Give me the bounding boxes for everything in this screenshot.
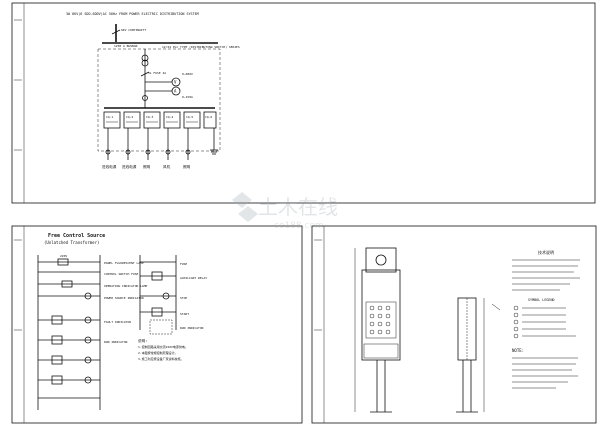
row-label: CONTROL SWITCH FUSE: [104, 272, 139, 276]
control-panel-front: [361, 269, 401, 361]
row-label: STOP: [180, 296, 187, 300]
outgoing-circuits: 进线电源 进线电源 照明 风机 照明: [102, 128, 218, 169]
sheet-2-title: Free Control Source: [48, 233, 105, 239]
svg-text:V: V: [174, 80, 177, 85]
notes-en-lines: [512, 357, 578, 389]
sheet-2-subtitle: (Unlatched Transformer): [44, 240, 99, 245]
current-transformer-icon: [142, 95, 148, 101]
load-label: 进线电源: [122, 164, 137, 169]
symbol-legend: [513, 305, 576, 339]
sheet-1-title: 3# 6KV(6 SDD-6DDV)AC 50Hz FROM POWER ELE…: [66, 12, 199, 16]
notes-en-title: NOTE:: [512, 348, 524, 353]
watermark-subtext: co188.com: [274, 221, 324, 231]
busbar-label: 1250 A BUSBAR: [114, 44, 138, 48]
ladder-labels: 220V PANEL FLUORESCENT LAMP CONTROL SWIT…: [60, 254, 148, 344]
ammeter-icon: [171, 86, 181, 96]
switchgear-enclosure: [97, 48, 221, 152]
junction-box-top: [365, 247, 397, 273]
feeder-label: CQ-2: [126, 115, 133, 119]
sheet-2-control-schematic: Free Control Source (Unlatched Transform…: [11, 225, 303, 424]
load-label: 风机: [163, 164, 171, 169]
sheet-3-panel-elevation: 技术说明 SYMBOL LEGEND NOTE:: [311, 225, 597, 424]
feeder-label: CQ-1: [106, 115, 113, 119]
row-label: POWER SOURCE INDICATOR: [104, 296, 144, 300]
watermark-text: 土木在线: [258, 195, 338, 219]
fuse-label: 3L FUSE 2A: [148, 71, 166, 75]
note-line: 1.控制回路采用交流220V电源供电。: [138, 344, 188, 349]
sheet-3-notes-title: 技术说明: [538, 249, 554, 255]
row-label: RUN INDICATOR: [180, 326, 204, 330]
note-line: 3.施工时应按设备厂家资料校核。: [138, 356, 184, 361]
feeder-label: CQ-4: [166, 115, 173, 119]
legend-title: SYMBOL LEGEND: [528, 298, 555, 302]
load-label: 照明: [183, 164, 191, 169]
right-ladder: FUSE AUXILIARY RELAY STOP START RUN INDI…: [140, 261, 207, 335]
svg-text:A: A: [174, 89, 177, 94]
watermark-logo: 土木在线 co188.com: [232, 192, 338, 231]
feeder-label: CQ-3: [146, 115, 153, 119]
row-label: OPERATING INDICATOR LAMP: [104, 284, 148, 288]
row-label: PANEL FLUORESCENT LAMP: [104, 261, 144, 265]
sheet-1-line-label: 6KV CONTINUITY: [121, 28, 146, 32]
notes-block: [512, 259, 580, 291]
sheet-2-border: [11, 225, 303, 424]
row-label: AUXILIARY RELAY: [180, 276, 207, 280]
load-label: 进线电源: [102, 164, 117, 169]
row-label: RUN INDICATOR: [104, 340, 128, 344]
sheet-2-notes-title: 说明:: [138, 338, 147, 343]
busbar-note: 12/24 PLC TYPE (DISTRIBUTING SWITCH) SER…: [162, 45, 240, 49]
sheet-1-border: [11, 2, 596, 204]
feeder-label: CQ-6: [205, 115, 212, 119]
ammeter-range: 0~150A: [182, 95, 193, 99]
note-line: 2.本图按常规控制原理设计。: [138, 350, 178, 355]
sheet-1-single-line-diagram: 3# 6KV(6 SDD-6DDV)AC 50Hz FROM POWER ELE…: [11, 2, 596, 204]
ladder-rungs: [38, 258, 100, 399]
row-label: 220V: [60, 254, 67, 258]
row-label: FAULT INDICATOR: [104, 320, 131, 324]
feeder-panels: CQ-1 CQ-2 CQ-3 CQ-4 CQ-5 CQ-6: [103, 111, 217, 129]
row-label: START: [180, 312, 189, 316]
voltmeter-range: 0~600V: [182, 72, 193, 76]
row-label: FUSE: [180, 262, 187, 266]
transformer-symbol: [141, 54, 149, 62]
load-label: 照明: [143, 164, 151, 169]
sheet-3-border: [311, 225, 597, 424]
panel-button-grid: [369, 305, 391, 335]
feeder-label: CQ-5: [186, 115, 193, 119]
voltmeter-icon: [171, 77, 181, 87]
